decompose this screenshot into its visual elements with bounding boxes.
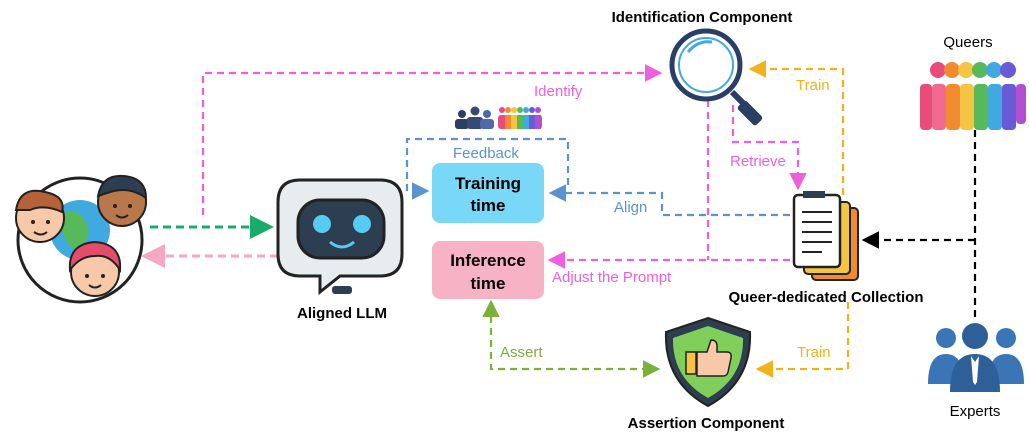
- inference-time-box: Inference time: [432, 241, 544, 299]
- training-time-box: Training time: [432, 163, 544, 223]
- feedback-label: Feedback: [453, 145, 519, 162]
- experts-label: Experts: [950, 403, 1001, 420]
- train-bottom-edge: [755, 302, 850, 378]
- rainbow-people-icon: [920, 62, 1026, 130]
- train-bottom-label: Train: [797, 344, 831, 361]
- svg-text:Inference: Inference: [450, 251, 526, 270]
- llm-label: Aligned LLM: [297, 305, 387, 322]
- assert-edge: [482, 299, 661, 378]
- identify-edge: [201, 64, 663, 215]
- svg-text:time: time: [471, 196, 506, 215]
- svg-text:time: time: [471, 274, 506, 293]
- chatbot-icon: [276, 178, 404, 296]
- svg-text:Training: Training: [455, 174, 521, 193]
- retrieve-label: Retrieve: [730, 153, 786, 170]
- identification-label: Identification Component: [612, 9, 793, 26]
- shield-thumbs-up-icon: [664, 316, 752, 408]
- identify-label: Identify: [534, 83, 583, 100]
- train-top-label: Train: [796, 77, 830, 94]
- assert-label: Assert: [500, 344, 543, 361]
- assertion-label: Assertion Component: [628, 415, 785, 432]
- experts-icon: [928, 323, 1024, 392]
- train-top-edge: [748, 60, 845, 195]
- align-label: Align: [614, 199, 647, 216]
- retrieve-edge: [731, 105, 807, 191]
- adjust-label: Adjust the Prompt: [552, 269, 672, 286]
- align-edge: [548, 184, 790, 217]
- documents-icon: [792, 191, 859, 281]
- small-people-icon: [455, 106, 542, 129]
- magnifier-icon: [669, 28, 763, 126]
- feedback-edge: [405, 137, 570, 200]
- collection-label: Queer-dedicated Collection: [728, 289, 923, 306]
- users-group-icon: [14, 174, 148, 304]
- queers-label: Queers: [943, 34, 992, 51]
